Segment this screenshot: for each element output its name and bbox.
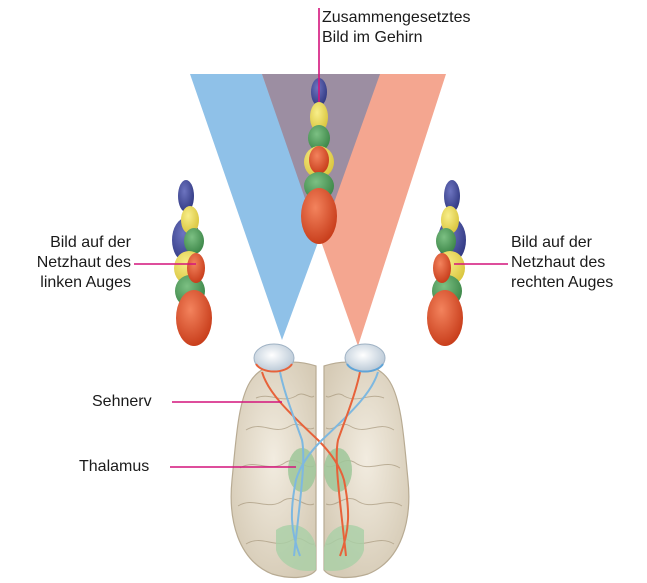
left-eye [254, 344, 294, 372]
composite-label-line-2: Bild im Gehirn [322, 28, 471, 48]
composite-label-line-1: Zusammengesetztes [322, 8, 471, 28]
optic-nerve-label: Sehnerv [92, 392, 152, 412]
brain [231, 362, 409, 577]
composite-image-label: Zusammengesetztes Bild im Gehirn [322, 8, 471, 48]
thalamus-label: Thalamus [79, 457, 149, 477]
right-eye-image-label: Bild auf der Netzhaut des rechten Auges [511, 233, 613, 293]
left-label-line-1: Bild auf der [18, 233, 131, 253]
eyes [254, 344, 385, 372]
left-label-line-2: Netzhaut des [18, 253, 131, 273]
right-eye-image-stack [427, 180, 466, 346]
right-eye [345, 344, 385, 372]
right-label-line-3: rechten Auges [511, 273, 613, 293]
right-label-line-2: Netzhaut des [511, 253, 613, 273]
right-label-line-1: Bild auf der [511, 233, 613, 253]
left-label-line-3: linken Auges [18, 273, 131, 293]
left-eye-image-stack [172, 180, 212, 346]
left-eye-image-label: Bild auf der Netzhaut des linken Auges [18, 233, 131, 293]
